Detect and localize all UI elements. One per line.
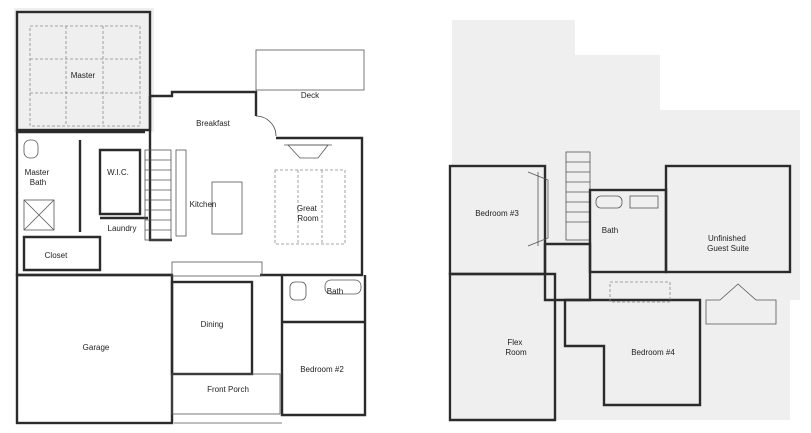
closet-wall bbox=[22, 235, 102, 272]
fireplace-icon bbox=[287, 144, 329, 159]
label-bath-2: Bath bbox=[602, 226, 618, 235]
kitchen-island bbox=[211, 181, 243, 235]
label-front-porch: Front Porch bbox=[207, 385, 249, 394]
kitchen-counter bbox=[175, 149, 187, 237]
room-labels: Master Deck Breakfast Master Bath W.I.C.… bbox=[25, 71, 750, 394]
master-wall bbox=[15, 10, 152, 132]
flex-wall bbox=[448, 272, 557, 422]
closet-dashed bbox=[609, 281, 671, 303]
bath-tub-icon bbox=[324, 279, 362, 295]
label-closet: Closet bbox=[45, 251, 68, 260]
label-kitchen: Kitchen bbox=[190, 200, 217, 209]
second-floor-plan bbox=[448, 20, 800, 422]
left-wall bbox=[15, 130, 172, 277]
label-laundry: Laundry bbox=[108, 224, 137, 233]
shower-line bbox=[23, 199, 55, 231]
label-great-room: Great Room bbox=[297, 204, 319, 223]
label-deck: Deck bbox=[301, 91, 320, 100]
label-unfinished: Unfinished Guest Suite bbox=[707, 234, 749, 253]
tub-icon bbox=[23, 139, 39, 159]
label-master-bath: Master Bath bbox=[25, 168, 52, 187]
label-bedroom-2: Bedroom #2 bbox=[300, 365, 344, 374]
great-room-ceiling bbox=[274, 169, 346, 245]
master-ceiling bbox=[29, 25, 141, 127]
label-flex: Flex Room bbox=[505, 338, 527, 357]
bath2-vanity bbox=[629, 195, 659, 209]
master-suite-shade bbox=[14, 8, 154, 132]
toilet-icon bbox=[289, 281, 307, 301]
bedroom4-wall bbox=[563, 298, 702, 407]
label-garage: Garage bbox=[83, 343, 110, 352]
unfinished-wall bbox=[664, 164, 792, 274]
stairs-icon bbox=[144, 149, 172, 241]
bedroom2-wall bbox=[280, 275, 367, 417]
counter-run bbox=[171, 261, 263, 277]
label-master: Master bbox=[71, 71, 96, 80]
first-floor-plan bbox=[14, 8, 367, 425]
roof-shade bbox=[452, 20, 800, 420]
door-swing bbox=[255, 115, 277, 137]
label-breakfast: Breakfast bbox=[196, 119, 231, 128]
dormer-outline bbox=[705, 283, 777, 325]
label-dining: Dining bbox=[201, 320, 224, 329]
bath2-tub-icon bbox=[595, 195, 623, 209]
label-wic: W.I.C. bbox=[107, 168, 129, 177]
label-bath: Bath bbox=[327, 287, 343, 296]
main-wall bbox=[150, 90, 364, 277]
bath-wic-wall bbox=[17, 130, 145, 232]
closet-doors-icon bbox=[527, 171, 549, 247]
label-bedroom-4: Bedroom #4 bbox=[631, 348, 675, 357]
deck-outline bbox=[255, 49, 365, 91]
shower-icon bbox=[23, 199, 55, 231]
porch-outline bbox=[171, 373, 281, 415]
label-bedroom-3: Bedroom #3 bbox=[475, 209, 519, 218]
